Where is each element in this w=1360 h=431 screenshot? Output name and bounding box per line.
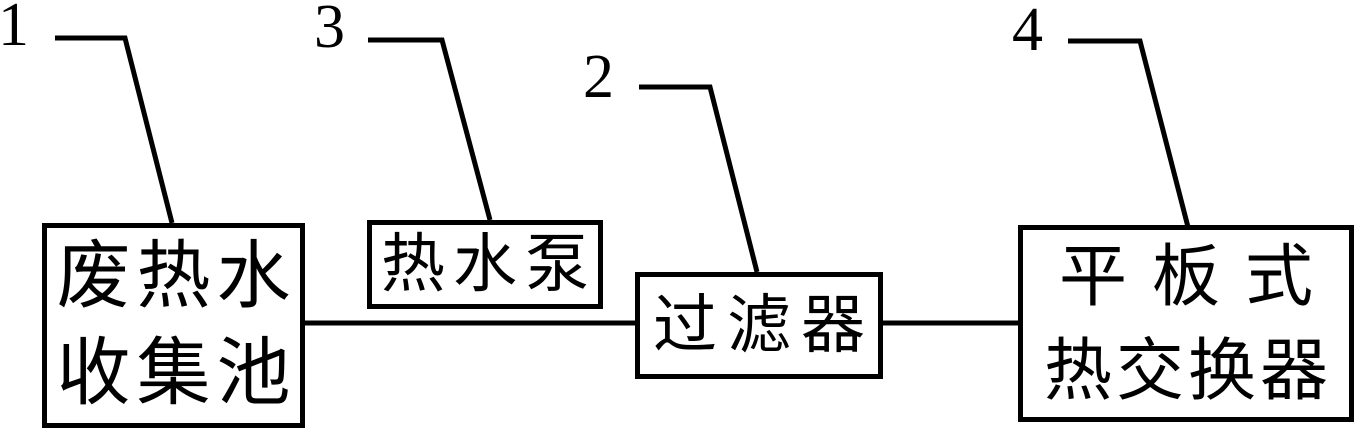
leader-line-2 [639, 84, 760, 273]
node-label-line: 收集池 [56, 332, 297, 415]
ref-number-1: 1 [0, 0, 29, 59]
ref-number-3: 3 [314, 0, 345, 61]
ref-number-4: 4 [1012, 0, 1043, 64]
node-label-line: 热水泵 [381, 229, 597, 300]
node-hot-water-pump: 热水泵 [367, 220, 603, 309]
ref-number-2: 2 [583, 43, 614, 111]
leader-line-3 [368, 37, 493, 221]
node-label-line: 过滤器 [653, 290, 875, 361]
node-label-line: 热交换器 [1043, 332, 1332, 409]
node-plate-heat-exchanger: 平 板 式 热交换器 [1018, 225, 1354, 422]
node-label-line: 平 板 式 [1058, 238, 1317, 315]
leader-line-1 [55, 35, 175, 224]
node-label-line: 废热水 [56, 235, 297, 318]
node-waste-hot-water-collection-pool: 废热水 收集池 [42, 223, 305, 428]
node-filter: 过滤器 [635, 272, 883, 379]
leader-line-4 [1068, 38, 1191, 228]
